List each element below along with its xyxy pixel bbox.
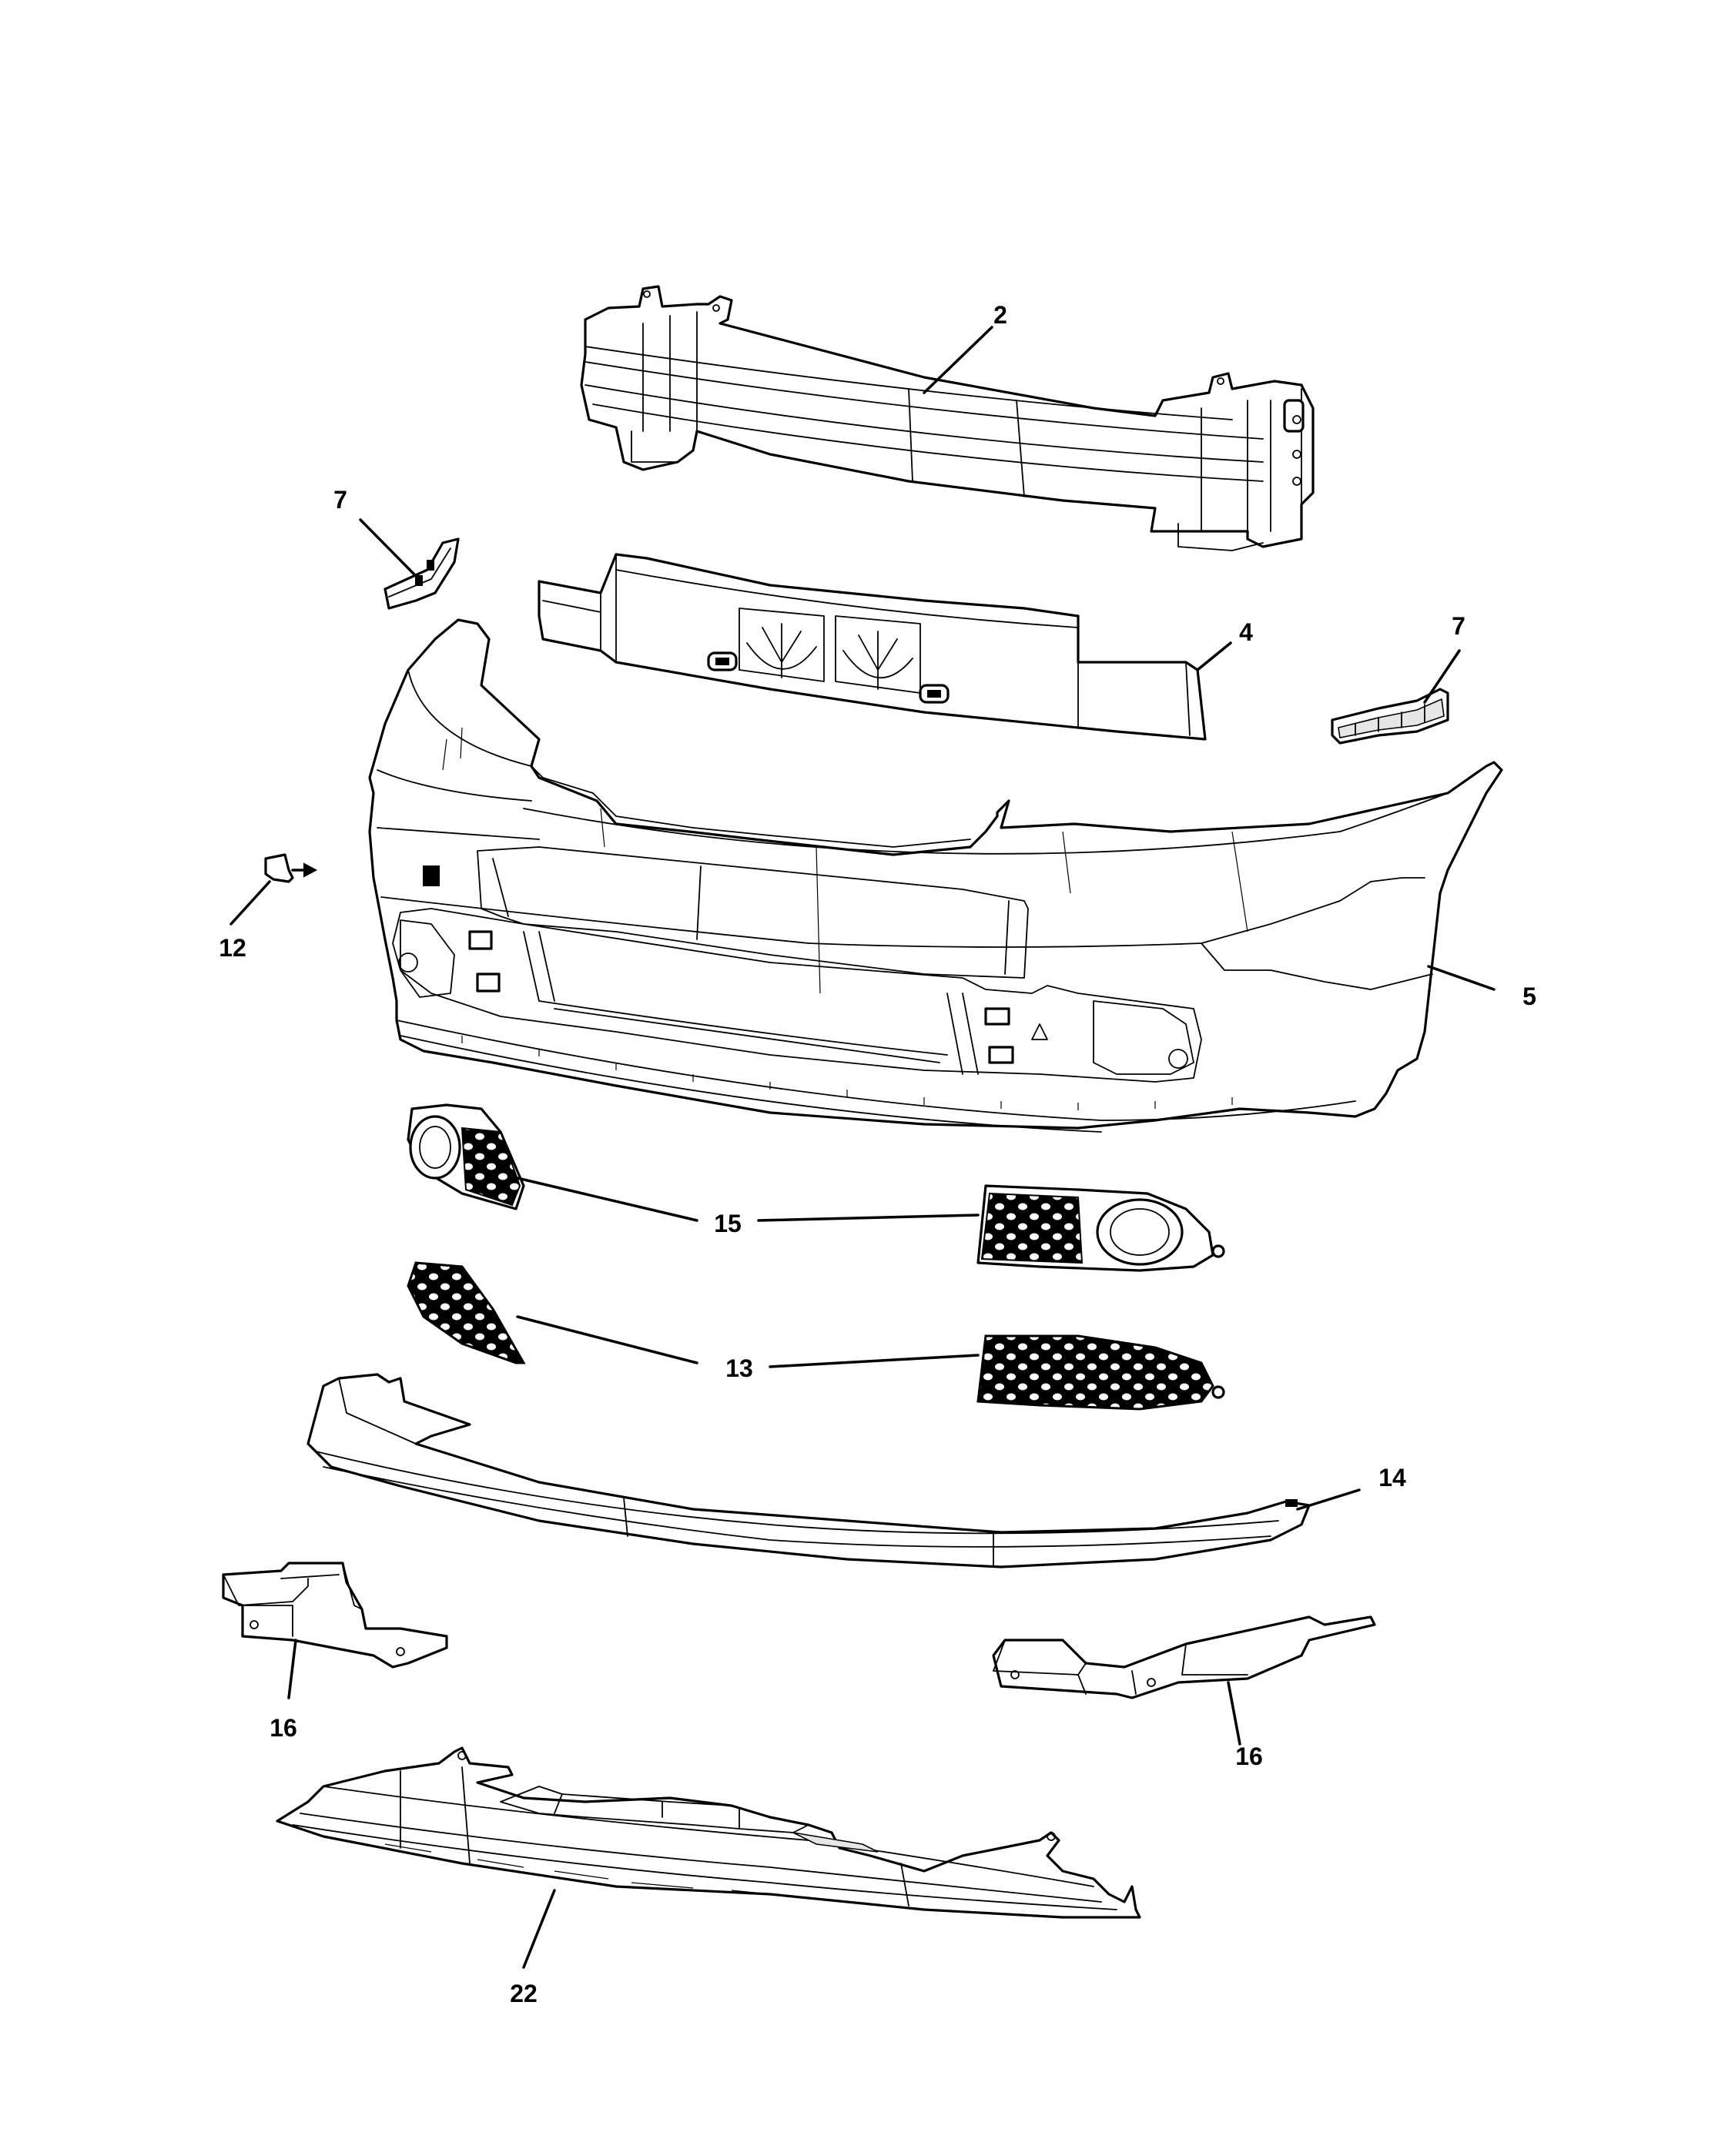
fascia-bracket-left xyxy=(384,537,460,610)
leader-16-right xyxy=(1227,1681,1241,1746)
callout-22: 22 xyxy=(510,1980,538,2007)
leader-4 xyxy=(1196,641,1232,671)
front-fascia xyxy=(368,618,1503,1133)
reinforcement-beam xyxy=(580,285,1315,551)
lower-spoiler xyxy=(306,1373,1311,1568)
leader-5 xyxy=(1427,965,1496,991)
fog-lamp-bezel-left xyxy=(407,1103,525,1210)
fascia-bracket-right xyxy=(1331,688,1449,745)
lower-grille-right xyxy=(976,1334,1225,1411)
leader-13-right xyxy=(769,1354,980,1368)
callout-14: 14 xyxy=(1378,1464,1406,1491)
fog-lamp-bezel-right xyxy=(976,1184,1225,1272)
air-deflector-left xyxy=(222,1562,448,1669)
leader-2 xyxy=(923,326,993,394)
leader-15-left xyxy=(516,1177,698,1222)
callout-labels: 2 4 7 7 12 5 15 13 14 16 16 22 xyxy=(219,301,1536,2007)
callout-7-left: 7 xyxy=(333,486,347,514)
callout-16-left: 16 xyxy=(270,1714,297,1742)
leader-16-left xyxy=(287,1639,297,1699)
callout-7-right: 7 xyxy=(1452,612,1465,640)
belly-pan xyxy=(276,1746,1141,1919)
leader-12 xyxy=(229,880,271,926)
leader-14 xyxy=(1296,1488,1361,1511)
leader-7-left xyxy=(359,518,417,578)
leader-7-right xyxy=(1423,649,1461,704)
callout-13: 13 xyxy=(725,1354,753,1382)
air-deflector-right xyxy=(992,1615,1376,1699)
leader-22 xyxy=(522,1889,556,1969)
callout-12: 12 xyxy=(219,934,246,962)
callout-5: 5 xyxy=(1522,983,1536,1010)
lower-grille-left xyxy=(407,1261,526,1364)
leader-15-right xyxy=(757,1214,980,1222)
energy-absorber xyxy=(538,553,1207,741)
leader-13-left xyxy=(516,1315,698,1364)
callout-15: 15 xyxy=(714,1210,742,1237)
callout-2: 2 xyxy=(993,301,1007,329)
callout-4: 4 xyxy=(1239,618,1253,646)
callout-16-right: 16 xyxy=(1235,1743,1263,1770)
tow-hook-cover xyxy=(264,853,318,883)
leader-lines xyxy=(229,326,1496,1969)
